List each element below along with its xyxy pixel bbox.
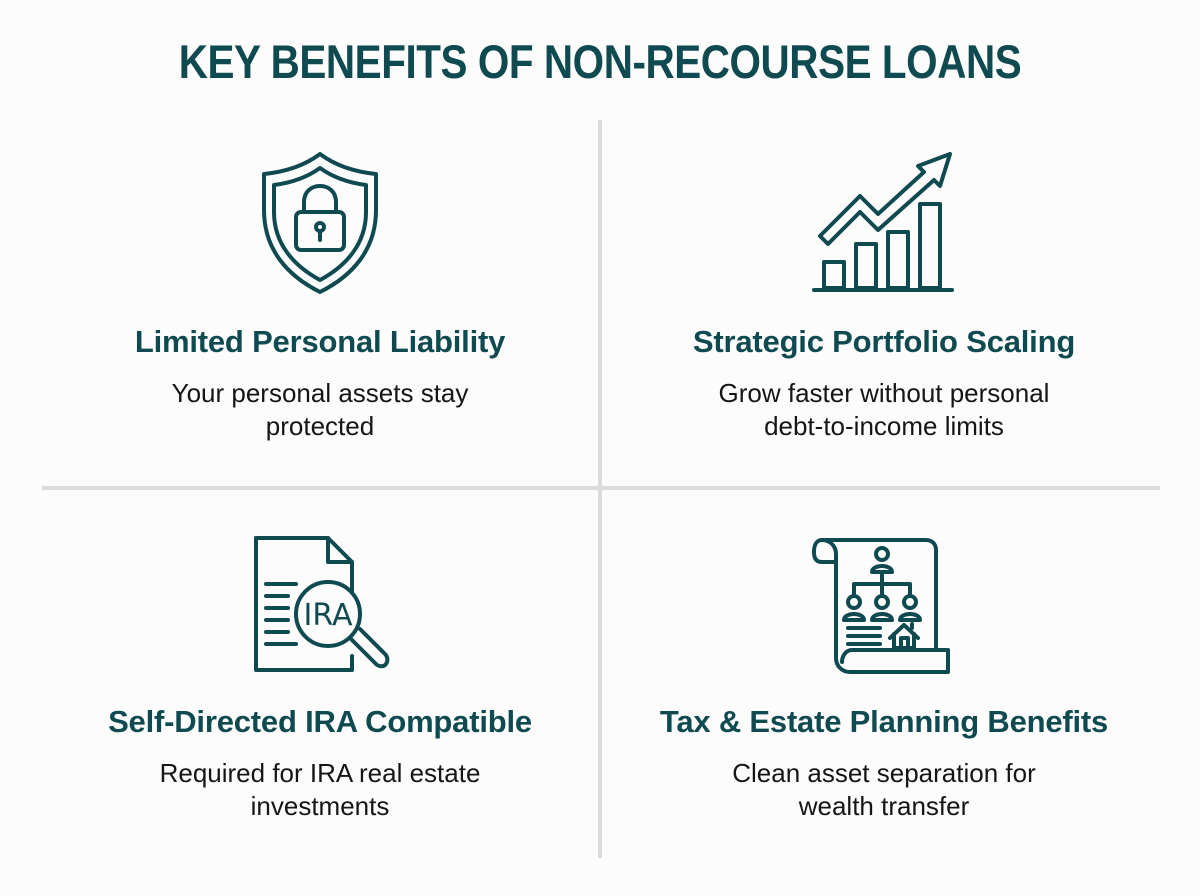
benefit-heading: Tax & Estate Planning Benefits — [659, 704, 1109, 739]
benefit-description-line1: Required for IRA real estate — [159, 758, 481, 788]
horizontal-divider — [42, 486, 1160, 490]
benefit-description-line1: Your personal assets stay — [171, 378, 469, 408]
benefit-description-line2: protected — [265, 411, 375, 441]
growth-chart-icon — [812, 150, 956, 296]
benefit-description-line1: Clean asset separation for — [732, 758, 1036, 788]
benefit-heading: Self-Directed IRA Compatible — [108, 704, 532, 739]
benefit-description-line2: debt-to-income limits — [764, 411, 1004, 441]
shield-lock-icon — [260, 150, 380, 296]
benefit-heading: Strategic Portfolio Scaling — [692, 324, 1076, 359]
benefit-description-line1: Grow faster without personal — [718, 378, 1050, 408]
page-title: KEY BENEFITS OF NON-RECOURSE LOANS — [178, 35, 1022, 88]
ira-document-magnifier-icon: IRA — [248, 532, 392, 676]
ira-label: IRA — [304, 598, 353, 633]
estate-scroll-icon — [812, 532, 956, 676]
benefit-heading: Limited Personal Liability — [134, 324, 506, 359]
benefit-description-line2: wealth transfer — [798, 791, 970, 821]
benefit-description-line2: investments — [250, 791, 390, 821]
